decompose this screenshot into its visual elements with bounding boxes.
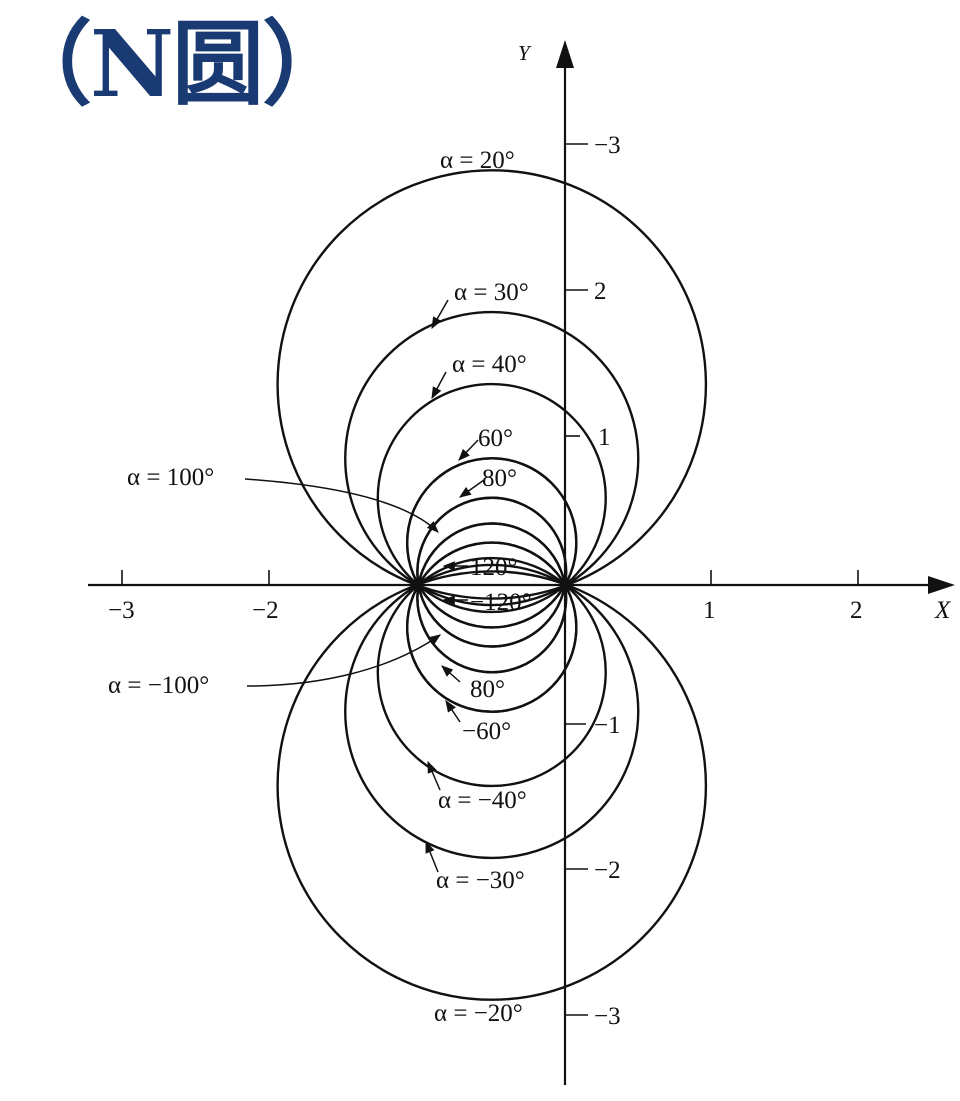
y-tick-label: −3 xyxy=(594,1003,621,1030)
y-ticks xyxy=(565,143,588,1016)
x-tick-label: −2 xyxy=(252,597,279,624)
x-tick-label: −3 xyxy=(108,597,135,624)
n-circle-alpha-30 xyxy=(344,310,640,607)
n-circle-alpha-40 xyxy=(376,382,607,614)
label-alpha-minus-30: α = −30° xyxy=(436,867,525,894)
label-alpha-minus-60: −60° xyxy=(462,718,511,745)
n-circle-alpha-20 xyxy=(276,169,708,600)
y-tick-label: 1 xyxy=(598,424,611,451)
label-alpha-40: α = 40° xyxy=(452,351,527,378)
label-alpha-minus-80: 80° xyxy=(470,676,505,703)
y-axis-arrow xyxy=(556,40,574,68)
label-alpha-minus-20: α = −20° xyxy=(434,1000,523,1027)
page-title: （N圆） xyxy=(0,10,354,118)
y-tick-label: −2 xyxy=(594,857,621,884)
x-axis-label: X xyxy=(934,597,952,624)
n-circle-alpha-minus-120 xyxy=(405,457,578,629)
y-tick-label: −3 xyxy=(594,132,621,159)
n-circle-alpha-minus-20 xyxy=(276,570,708,1001)
label-alpha-80: 80° xyxy=(482,465,517,492)
label-alpha-minus-100: α = −100° xyxy=(108,672,209,699)
n-circle-alpha-minus-80 xyxy=(416,522,568,674)
leader-arrows xyxy=(244,299,485,873)
n-circles xyxy=(276,169,708,1001)
label-alpha-minus-120: −120° xyxy=(470,589,532,616)
y-tick-label: −1 xyxy=(594,712,621,739)
n-circle-alpha-minus-100 xyxy=(416,496,568,648)
label-alpha-100: α = 100° xyxy=(127,464,214,491)
y-tick-label: 2 xyxy=(594,278,607,305)
label-alpha-20: α = 20° xyxy=(440,147,515,174)
x-tick-label: 2 xyxy=(850,597,863,624)
n-circle-alpha-minus-30 xyxy=(344,563,640,860)
label-alpha-30: α = 30° xyxy=(454,279,529,306)
y-axis-label: Y xyxy=(518,41,532,65)
x-axis-arrow xyxy=(928,576,955,594)
label-alpha-120: 120° xyxy=(470,554,518,581)
x-ticks xyxy=(121,570,859,585)
n-circle-alpha-minus-60 xyxy=(405,541,578,713)
x-tick-label: 1 xyxy=(703,597,716,624)
label-alpha-minus-40: α = −40° xyxy=(438,787,527,814)
n-circle-alpha-minus-40 xyxy=(376,556,607,788)
label-alpha-60: 60° xyxy=(478,425,513,452)
